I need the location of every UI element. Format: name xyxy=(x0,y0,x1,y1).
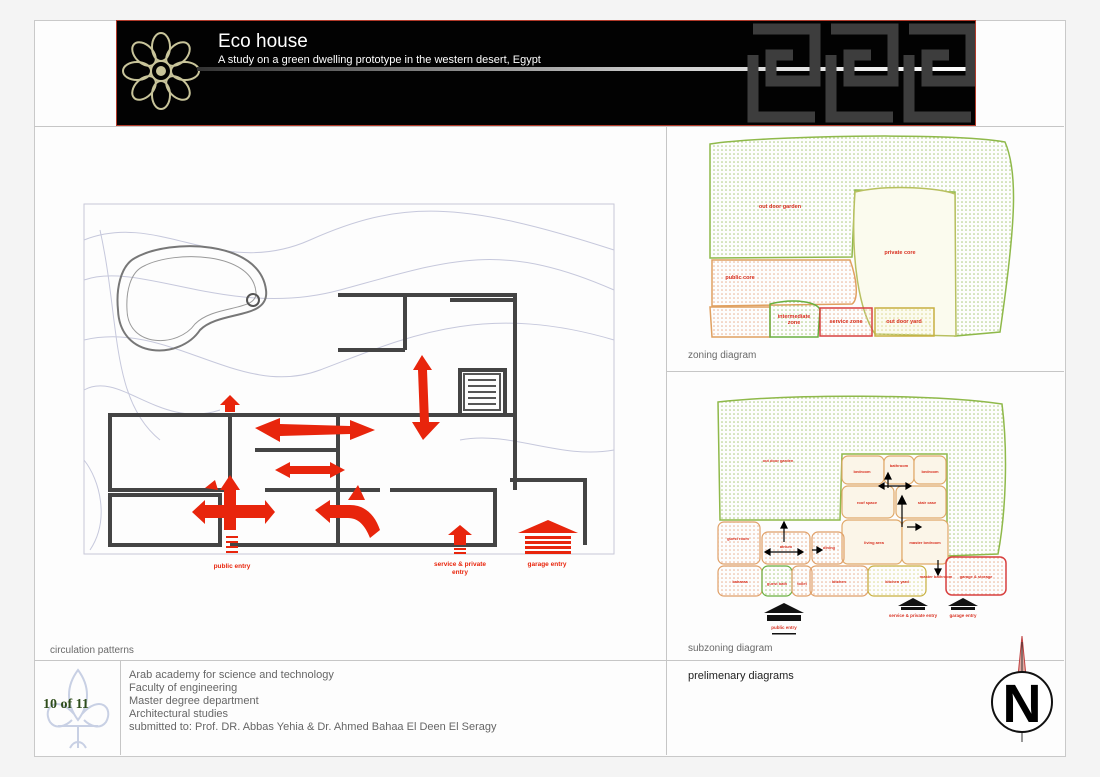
zone-intermediate-2: zone xyxy=(788,320,801,326)
zone-intermediate-1: intermediate xyxy=(778,314,811,320)
zone-outdoor-garden: out door garden xyxy=(759,204,802,210)
subzone-bedroom-right: bedroom xyxy=(921,469,939,474)
subzone-bedroom-left: bedroom xyxy=(853,469,871,474)
footer-info: Arab academy for science and technology … xyxy=(129,669,497,734)
label-garage-entry: garage entry xyxy=(527,561,566,568)
north-letter: N xyxy=(1003,674,1042,734)
divider-bottom xyxy=(34,660,1064,661)
zone-public-core: public core xyxy=(725,275,754,281)
footer-department: Master degree department xyxy=(129,695,259,707)
banner-band xyxy=(197,67,975,71)
divider-footer-2 xyxy=(666,660,667,755)
sub-label-public-entry: public entry xyxy=(771,625,797,630)
divider-right-middle xyxy=(666,371,1064,372)
subzone-kitchen-yard: kitchen yard xyxy=(885,579,909,584)
page-subtitle: A study on a green dwelling prototype in… xyxy=(218,54,541,66)
page-number: 10 of 11 xyxy=(43,697,89,712)
subzone-master-bedroom: master bedroom xyxy=(909,540,941,545)
fleur-de-lis-watermark xyxy=(46,668,110,749)
page-title: Eco house xyxy=(218,31,308,52)
zone-private-core: private core xyxy=(884,250,915,256)
subzone-master-bathroom: master bathroom xyxy=(920,574,953,579)
subzone-dining: dining xyxy=(823,545,836,550)
subzone-toilet: toilet xyxy=(797,581,807,586)
header-banner: Eco house A study on a green dwelling pr… xyxy=(116,20,976,126)
subzone-outdoor-garden: out door garden xyxy=(763,458,794,463)
subzone-baharaa: baharaa xyxy=(732,579,748,584)
divider-top xyxy=(34,126,1064,127)
divider-footer xyxy=(120,660,121,755)
zoning-diagram: out door garden private core public core… xyxy=(709,135,1015,338)
footer-studies: Architectural studies xyxy=(129,708,229,720)
meander-pattern xyxy=(747,23,975,123)
caption-circulation: circulation patterns xyxy=(50,645,134,656)
subzone-atrium: atrium xyxy=(780,544,793,549)
subzone-guest-bath: guest bath xyxy=(767,581,788,586)
footer-faculty: Faculty of engineering xyxy=(129,682,238,694)
label-service-entry-2: entry xyxy=(452,569,468,576)
footer-institution: Arab academy for science and technology xyxy=(129,669,334,681)
north-arrow-icon: N xyxy=(991,636,1053,742)
subzone-bathroom: bathroom xyxy=(890,463,909,468)
label-public-entry: public entry xyxy=(214,563,251,570)
zone-service: service zone xyxy=(829,319,862,325)
sub-label-garage-entry: garage entry xyxy=(949,613,977,618)
label-service-entry-1: service & private xyxy=(434,561,486,568)
sheet-title: prelimenary diagrams xyxy=(688,670,794,682)
subzone-garage-storage: garage & storage xyxy=(960,574,993,579)
circulation-plan: public entry service & private entry gar… xyxy=(83,203,615,576)
subzone-living-area: living area xyxy=(864,540,885,545)
subzone-guest-room: guest room xyxy=(727,536,749,541)
subzone-kitchen: kitchen xyxy=(832,579,847,584)
sub-label-service-entry: service & private entry xyxy=(889,613,938,618)
subzone-roof-space: roof space xyxy=(857,500,878,505)
caption-zoning: zoning diagram xyxy=(688,350,757,361)
zone-outdoor-yard: out door yard xyxy=(886,319,921,325)
subzoning-diagram: out door garden bedroom bathroom bedroom… xyxy=(717,395,1007,635)
circulation-arrows xyxy=(192,355,578,554)
divider-vertical xyxy=(666,126,667,660)
caption-subzoning: subzoning diagram xyxy=(688,643,773,654)
subzone-stair-case: stair case xyxy=(918,500,937,505)
footer-submitted: submitted to: Prof. DR. Abbas Yehia & Dr… xyxy=(129,721,497,733)
ornament-logo xyxy=(122,32,200,110)
